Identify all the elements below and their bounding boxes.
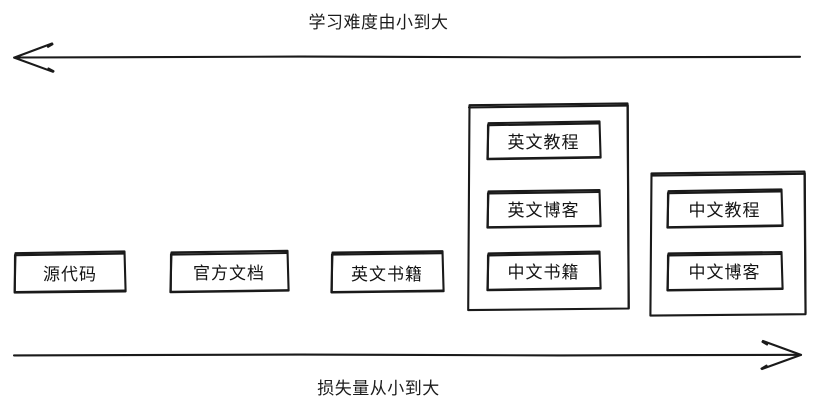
- group-box-english-stroke: [467, 102, 630, 312]
- node-chinese-books[interactable]: 中文书籍: [507, 263, 580, 283]
- node-source-code[interactable]: 源代码: [43, 264, 97, 285]
- bottom-axis-label: 损失量从小到大: [317, 379, 440, 399]
- node-english-books[interactable]: 英文书籍: [351, 264, 423, 285]
- arrow-left-icon: [13, 42, 802, 73]
- node-english-tutorial[interactable]: 英文教程: [507, 133, 580, 153]
- node-official-docs[interactable]: 官方文档: [193, 263, 265, 284]
- node-english-blog[interactable]: 英文博客: [507, 201, 580, 221]
- node-chinese-blog[interactable]: 中文博客: [688, 263, 761, 283]
- node-chinese-tutorial[interactable]: 中文教程: [688, 201, 761, 221]
- group-box-chinese-stroke: [649, 170, 807, 317]
- arrow-right-icon: [12, 339, 803, 371]
- top-axis-label: 学习难度由小到大: [308, 13, 449, 33]
- node-box-strokes: [13, 120, 784, 294]
